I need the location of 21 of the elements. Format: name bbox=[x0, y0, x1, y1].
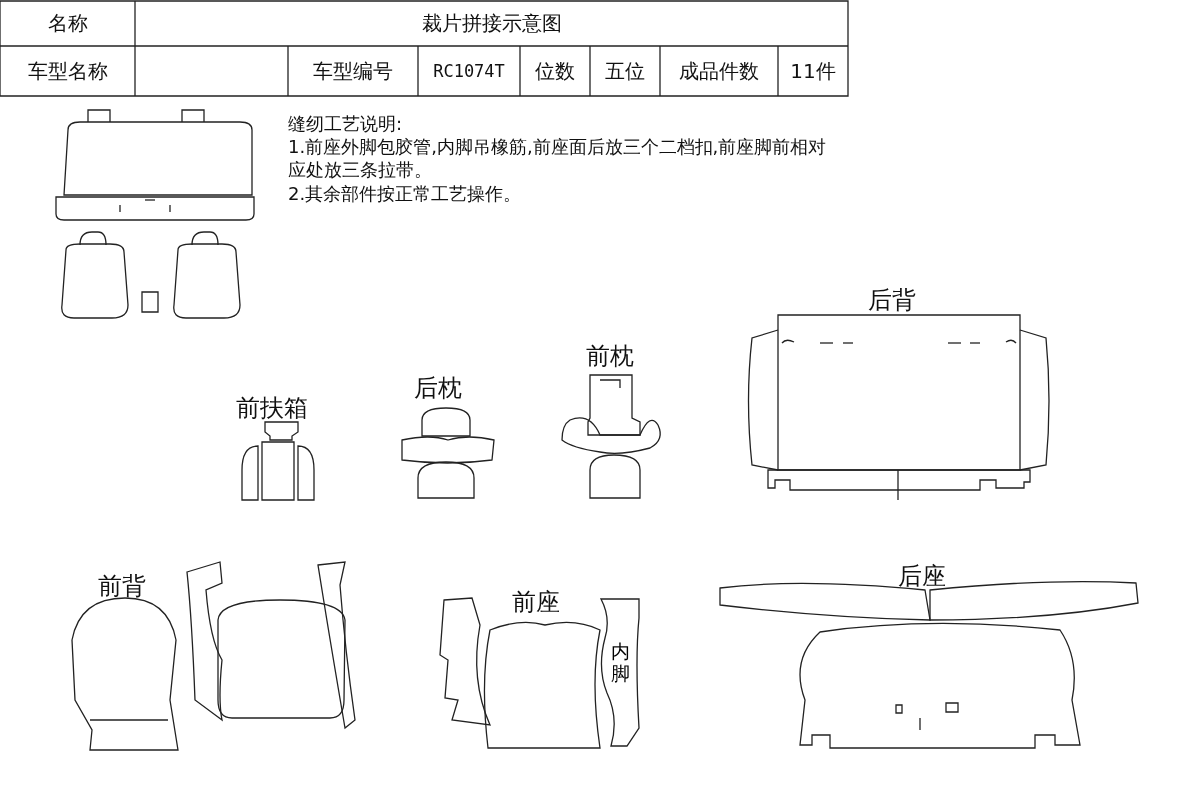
part-name: 后座 bbox=[898, 561, 946, 592]
part-name: 前座 bbox=[512, 587, 560, 618]
part-name: 前背 bbox=[98, 571, 146, 602]
field-label: 位数 bbox=[534, 57, 576, 85]
field-value: 11件 bbox=[789, 57, 837, 85]
part-name: 前枕 bbox=[586, 341, 634, 372]
table-title: 裁片拼接示意图 bbox=[420, 10, 563, 37]
field-label: 车型编号 bbox=[312, 57, 394, 85]
field-value: 五位 bbox=[604, 57, 646, 85]
pattern-piece bbox=[597, 598, 641, 748]
field-label: 成品件数 bbox=[678, 57, 760, 85]
notes-heading: 缝纫工艺说明: bbox=[288, 112, 403, 136]
part-name: 后背 bbox=[868, 285, 916, 316]
field-label: 车型名称 bbox=[26, 57, 109, 85]
sewing-note: 1.前座外脚包胶管,内脚吊橡筋,前座面后放三个二档扣,前座脚前相对应处放三条拉带。 bbox=[288, 135, 828, 181]
sewing-note: 2.其余部件按正常工艺操作。 bbox=[288, 182, 522, 206]
piece-label: 内脚 bbox=[609, 640, 631, 684]
table-heading: 名称 bbox=[46, 10, 89, 37]
part-name: 前扶箱 bbox=[236, 393, 308, 424]
field-value: RC1074T bbox=[432, 60, 506, 83]
part-name: 后枕 bbox=[414, 373, 462, 404]
